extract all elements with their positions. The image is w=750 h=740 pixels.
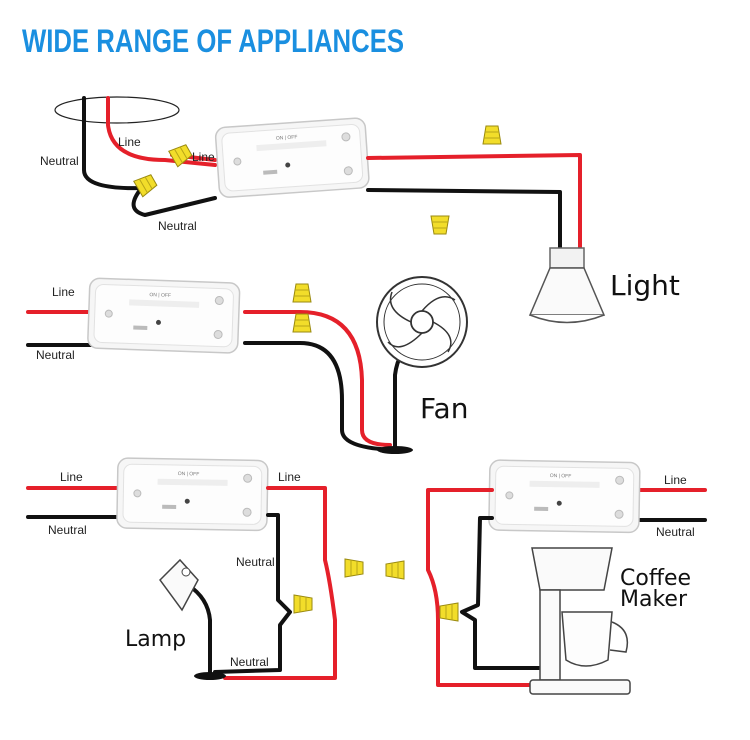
page-title: WIDE RANGE OF APPLIANCES [22,23,404,59]
label-neutral: Neutral [48,523,87,537]
light-bulb-icon [528,247,606,324]
neutral-wire-in [82,96,147,191]
label-neutral: Neutral [230,655,269,669]
svg-text:ON | OFF: ON | OFF [550,473,572,479]
wire-connector [293,594,313,614]
line-wire-out-coffee [426,488,547,687]
svg-text:ON | OFF: ON | OFF [178,471,200,477]
coffee-label-line1: Coffee [620,566,691,591]
label-line: Line [278,470,301,484]
switch-module-3: ON | OFF [116,457,269,532]
switch-module-1: ON | OFF [214,116,371,199]
label-line: Line [60,470,83,484]
switch-module-2: ON | OFF [86,277,241,354]
lamp-label: Lamp [125,627,186,652]
label-line: Line [664,473,687,487]
fan-label: Fan [420,392,468,425]
lamp-cord [186,583,212,677]
neutral-wire-out-lamp [213,513,292,674]
wire-connector [385,560,405,580]
line-wire-in [106,96,217,167]
light-label: Light [610,269,680,302]
fan-circuit: ON | OFF Fan Line Neutral [26,276,468,454]
light-circuit: ON | OFF Light Line Line Neutral Neutral [40,96,680,324]
neutral-wire-out-fan [243,341,407,452]
neutral-wire-out-coffee [460,516,547,670]
fan-icon [376,276,468,368]
label-neutral: Neutral [236,555,275,569]
label-line: Line [52,285,75,299]
wire-connector [292,313,312,333]
svg-text:ON | OFF: ON | OFF [149,292,171,299]
line-wire-out-lamp [223,486,337,680]
line-wire-out-fan [243,310,392,447]
line-wire-out-light [366,153,582,252]
svg-text:ON | OFF: ON | OFF [276,134,298,141]
wire-connector [344,558,364,578]
wire-connector [430,215,450,235]
label-neutral: Neutral [158,219,197,233]
switch-module-4: ON | OFF [488,459,641,534]
lamp-circuit: ON | OFF Lamp Line Line Neutral Neutral … [26,457,364,680]
label-neutral: Neutral [36,348,75,362]
wire-connector [482,125,502,145]
neutral-wire-out-light [366,188,562,252]
fan-base [377,446,413,454]
coffee-maker-icon [529,547,631,695]
lamp-icon [159,558,199,612]
label-neutral: Neutral [40,154,79,168]
lamp-base [194,672,226,680]
coffee-label-line2: Maker [620,587,688,612]
label-line: Line [192,150,215,164]
ceiling-box-outline [54,96,180,124]
label-neutral: Neutral [656,525,695,539]
coffee-circuit: ON | OFF Coffee Maker Line Neutral [385,459,707,695]
wire-connector [439,602,459,622]
wire-connector [292,283,312,303]
neutral-wire-switch [131,188,217,217]
label-line: Line [118,135,141,149]
